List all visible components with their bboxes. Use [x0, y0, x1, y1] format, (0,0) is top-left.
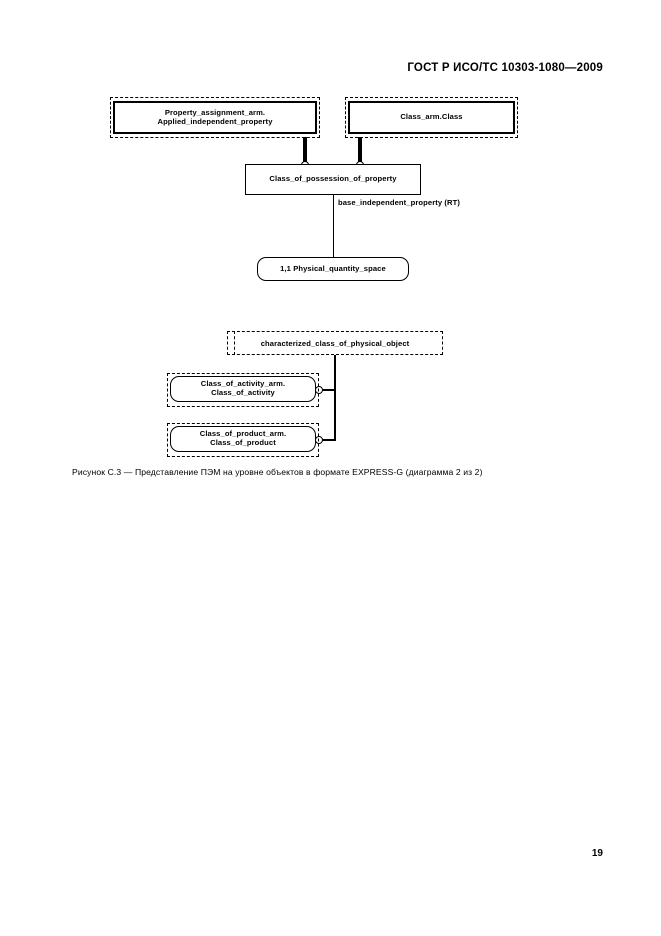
entity-box-class-of-product[interactable]: Class_of_product_arm. Class_of_product [170, 426, 316, 452]
entity-label-class-of-activity: Class_of_activity_arm. Class_of_activity [200, 379, 286, 397]
connector-branch-class-of-product [322, 439, 335, 441]
schema-frame-class-of-activity-arm [167, 373, 319, 407]
entity-box-left-divider-tick [234, 331, 235, 355]
entity-label-class-of-product: Class_of_product_arm. Class_of_product [199, 429, 287, 447]
entity-box-class-of-activity[interactable]: Class_of_activity_arm. Class_of_activity [170, 376, 316, 402]
entity-box-physical-quantity-space[interactable]: 1,1 Physical_quantity_space [257, 257, 409, 281]
figure-caption: Рисунок С.3 — Представление ПЭМ на уровн… [72, 467, 483, 477]
connector-line-base-independent-property [333, 195, 335, 260]
connector-line-applied-independent-property [303, 137, 307, 165]
entity-label-applied-independent-property: Property_assignment_arm. Applied_indepen… [157, 107, 273, 126]
entity-label-physical-quantity-space: 1,1 Physical_quantity_space [280, 263, 386, 273]
connector-line-class-arm-class [358, 137, 362, 165]
schema-frame-class-arm [345, 97, 518, 138]
connector-trunk-line [334, 355, 336, 441]
entity-box-class-of-possession-of-property[interactable]: Class_of_possession_of_property [245, 164, 421, 195]
schema-frame-class-of-product-arm [167, 423, 319, 457]
page-number: 19 [591, 848, 603, 859]
entity-box-characterized-class-of-physical-object[interactable]: characterized_class_of_physical_object [227, 331, 443, 355]
connector-branch-class-of-activity [322, 389, 335, 391]
entity-box-class-arm-class[interactable]: Class_arm.Class [348, 101, 515, 134]
document-header-standard-number: ГОСТ Р ИСО/ТС 10303-1080—2009 [407, 62, 603, 74]
edge-label-base-independent-property: base_independent_property (RT) [338, 198, 460, 207]
schema-frame-property-assignment-arm [110, 97, 320, 138]
entity-box-applied-independent-property[interactable]: Property_assignment_arm. Applied_indepen… [113, 101, 317, 134]
entity-label-class-arm-class: Class_arm.Class [400, 112, 463, 122]
entity-label-characterized-class-of-physical-object: characterized_class_of_physical_object [260, 338, 410, 348]
entity-label-class-of-possession-of-property: Class_of_possession_of_property [269, 174, 397, 184]
